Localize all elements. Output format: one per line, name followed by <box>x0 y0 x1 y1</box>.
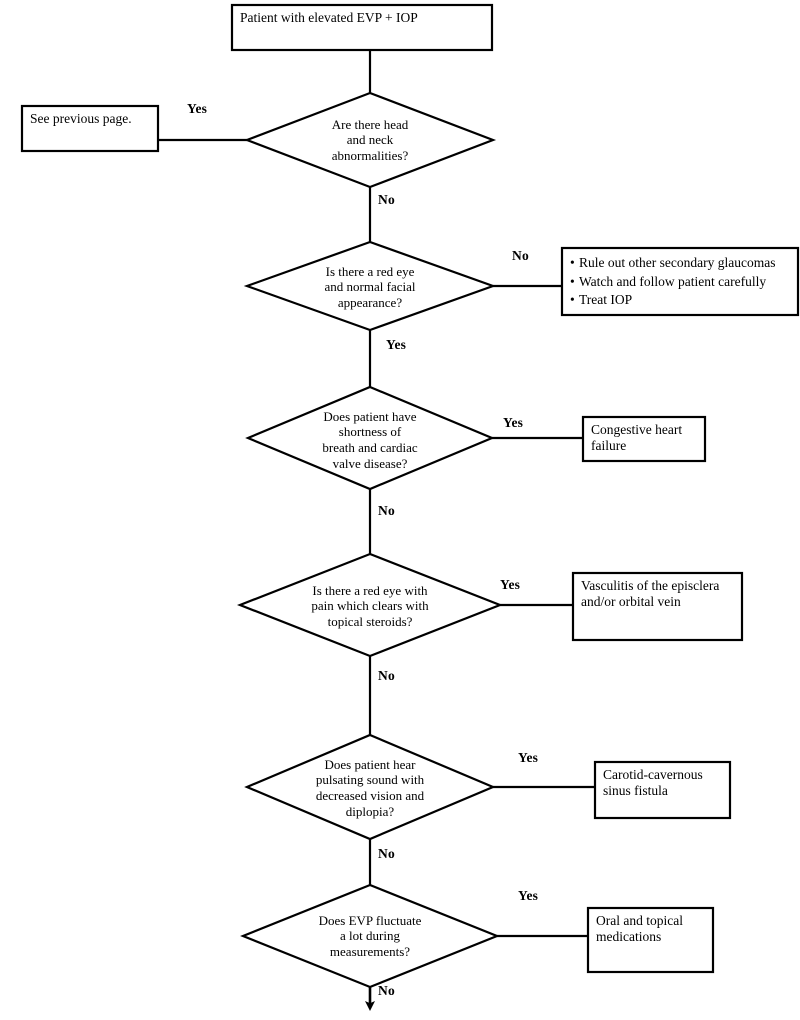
result-2-bullet-1: Rule out other secondary glaucomas <box>579 255 776 270</box>
decision-6-line-3: measurements? <box>329 943 411 959</box>
result-4-line-2: and/or orbital vein <box>581 594 681 610</box>
result-6-line-1: Oral and topical <box>596 913 683 928</box>
result-4-line-1: Vasculitis of the episclera <box>581 578 720 593</box>
list-item: • Rule out other secondary glaucomas <box>570 254 792 273</box>
result-2-bullet-2: Watch and follow patient carefully <box>579 273 767 289</box>
edge-label-d2-no: No <box>512 248 529 263</box>
decision-6-label: Does EVP fluctuate a lot during measurem… <box>272 903 468 969</box>
decision-6-line-1: Does EVP fluctuate <box>318 912 422 928</box>
result-2-bullet-list: •Rule out other secondary glaucomas •Wat… <box>562 248 798 315</box>
decision-1-label: Are there head and neck abnormalities? <box>280 105 460 175</box>
result-6-line-2: medications <box>596 929 662 945</box>
result-4-box-shape <box>571 571 744 642</box>
result-2-bullet-3: Treat IOP <box>579 292 633 308</box>
see-previous-box-shape <box>20 104 160 153</box>
result-3-line-2: failure <box>591 438 627 454</box>
decision-2-label: Is there a red eye and normal facial app… <box>275 252 465 322</box>
decision-5-line-2: pulsating sound with <box>315 772 425 788</box>
result-5-line-1: Carotid-cavernous <box>603 767 703 782</box>
edge-label-d4-no: No <box>378 668 395 683</box>
see-previous-box-label: See previous page. <box>30 111 132 126</box>
start-box-shape <box>230 3 494 52</box>
decision-1-line-2: and neck <box>346 132 394 148</box>
decision-1-line-1: Are there head <box>331 116 409 132</box>
decision-4-label: Is there a red eye with pain which clear… <box>263 577 477 635</box>
decision-3-line-1: Does patient have <box>323 408 417 424</box>
start-box-label: Patient with elevated EVP + IOP <box>240 10 418 25</box>
edge-label-d1-yes: Yes <box>187 101 208 116</box>
decision-5-line-4: diplopia? <box>345 803 395 819</box>
decision-6-line-2: a lot during <box>340 928 400 944</box>
result-6-label: Oral and topical medications <box>588 908 713 972</box>
edge-label-d6-no: No <box>378 983 395 998</box>
decision-5-label: Does patient hear pulsating sound with d… <box>268 749 472 827</box>
edge-label-d5-yes: Yes <box>518 750 539 765</box>
result-6-box-shape <box>586 906 715 974</box>
edge-label-d5-no: No <box>378 846 395 861</box>
result-3-box-shape <box>581 415 707 463</box>
bullet-icon: • <box>570 255 575 270</box>
decision-1-line-3: abnormalities? <box>331 147 409 163</box>
decision-4-line-3: topical steroids? <box>327 613 413 629</box>
result-4-label: Vasculitis of the episclera and/or orbit… <box>573 573 742 640</box>
edge-label-d3-yes: Yes <box>503 415 524 430</box>
decision-2-line-2: and normal facial <box>324 279 416 295</box>
result-3-label: Congestive heart failure <box>583 417 705 461</box>
edge-label-d4-yes: Yes <box>500 577 521 592</box>
decision-2-line-1: Is there a red eye <box>325 263 415 279</box>
result-2-box-shape <box>560 246 800 317</box>
result-5-label: Carotid-cavernous sinus fistula <box>595 762 730 818</box>
edge-label-d6-yes: Yes <box>518 888 539 903</box>
decision-5-line-3: decreased vision and <box>315 788 425 803</box>
decision-4-line-2: pain which clears with <box>311 598 429 614</box>
decision-5-line-1: Does patient hear <box>324 756 416 772</box>
decision-3-label: Does patient have shortness of breath an… <box>272 401 468 479</box>
decision-3-line-4: valve disease? <box>332 455 408 471</box>
edge-label-d3-no: No <box>378 503 395 518</box>
result-5-box-shape <box>593 760 732 820</box>
decision-2-line-3: appearance? <box>337 294 403 310</box>
bullet-icon: • <box>570 292 575 308</box>
decision-4-line-1: Is there a red eye with <box>312 582 428 598</box>
edge-label-d2-yes: Yes <box>386 337 407 352</box>
list-item: •Treat IOP <box>570 291 792 310</box>
decision-3-line-3: breath and cardiac <box>322 440 418 455</box>
result-5-line-2: sinus fistula <box>603 783 668 799</box>
edge-label-d1-no: No <box>378 192 395 207</box>
result-3-line-1: Congestive heart <box>591 422 683 437</box>
decision-3-line-2: shortness of <box>338 424 402 440</box>
list-item: •Watch and follow patient carefully <box>570 273 792 292</box>
bullet-icon: • <box>570 273 575 289</box>
